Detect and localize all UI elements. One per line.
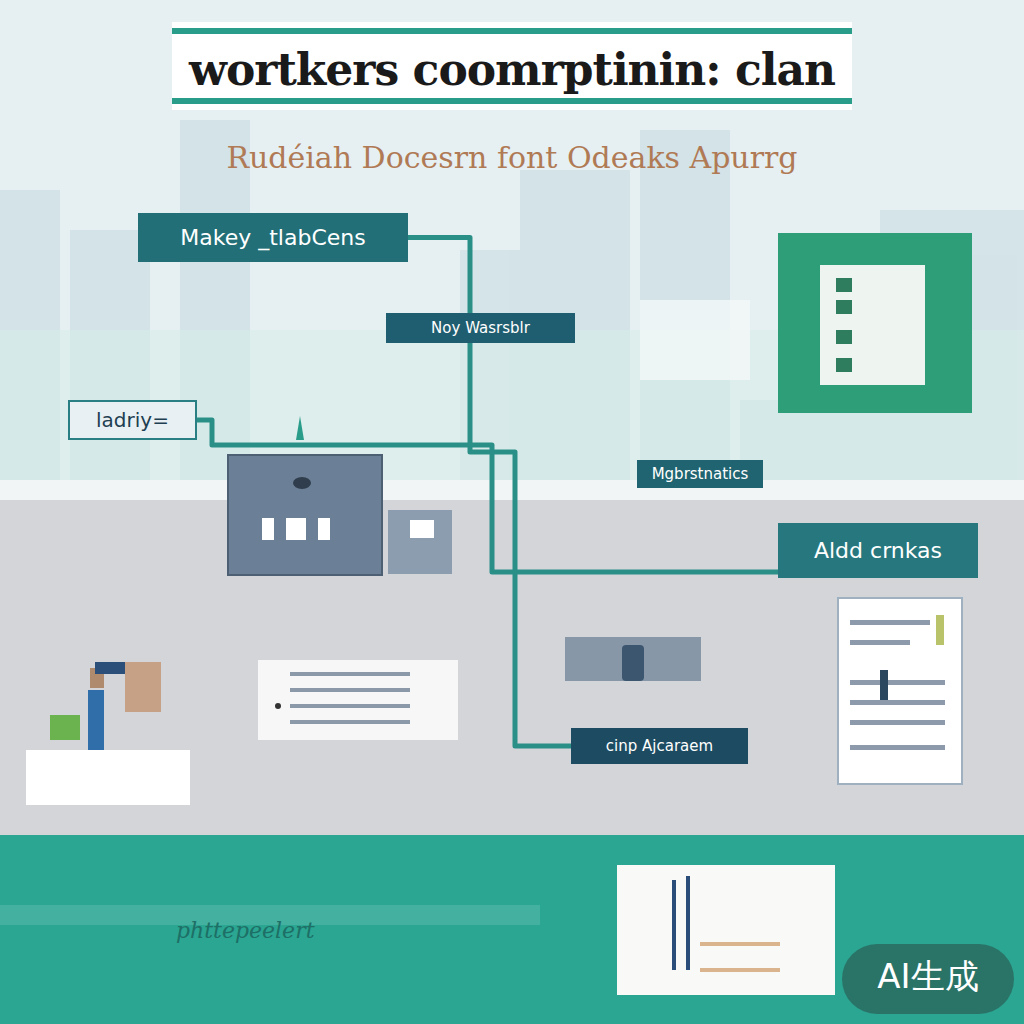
process-box: Makey _tlabCens [138, 213, 408, 262]
node-text: ladriy= [96, 408, 169, 432]
node-text: Aldd crnkas [814, 538, 942, 563]
process-box: cinp Ajcaraem [571, 728, 748, 764]
node-text: Makey _tlabCens [180, 225, 365, 250]
process-box: Noy Wasrsblr [386, 313, 575, 343]
process-box: Aldd crnkas [778, 523, 978, 578]
connector [197, 420, 778, 572]
input-box: ladriy= [68, 400, 197, 440]
node-text: Noy Wasrsblr [431, 319, 530, 337]
connector-line [197, 420, 778, 572]
subtitle: Rudéiah Docesrn font Odeaks Apurrg [182, 140, 842, 175]
node-text: cinp Ajcaraem [606, 737, 713, 755]
node-text: Mgbrstnatics [652, 465, 749, 483]
watermark-badge: AI生成 [842, 954, 1014, 1000]
process-box: Mgbrstnatics [637, 460, 763, 488]
title: wortkers coomrptinin: clan [182, 44, 842, 95]
watermark-text: phttepeelert [176, 918, 315, 943]
